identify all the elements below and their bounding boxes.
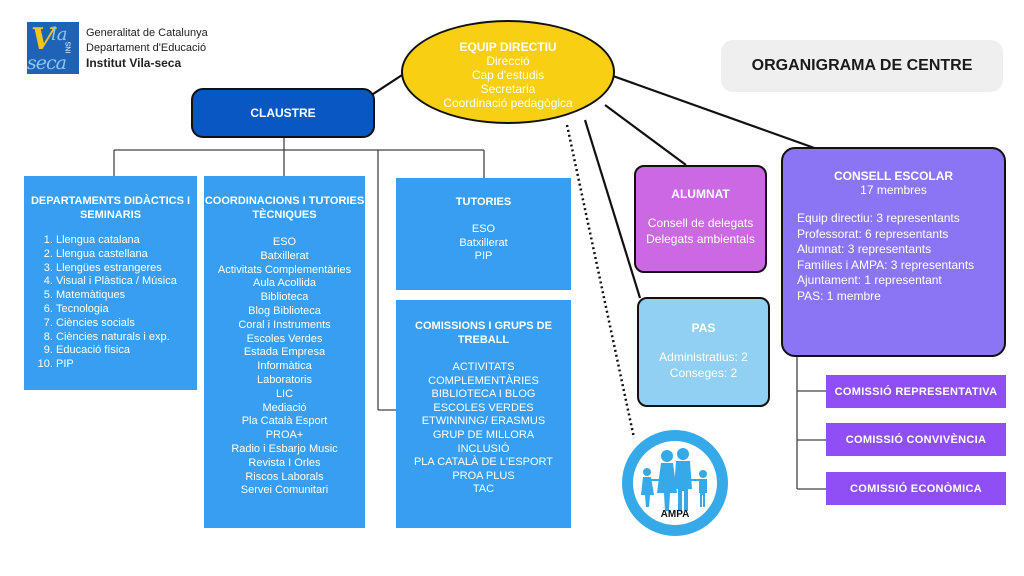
coordinacio-item: LIC xyxy=(275,387,294,400)
alumnat-list: Consell de delegats Delegats ambientals xyxy=(636,215,765,247)
coordinacio-item: Batxillerat xyxy=(260,249,309,262)
coordinacio-item: ESO xyxy=(272,236,297,248)
comissio-item: TAC xyxy=(472,483,495,496)
org-line-generalitat: Generalitat de Catalunya xyxy=(86,27,208,39)
departament-item: PIP xyxy=(56,358,197,372)
departament-item: Educació física xyxy=(56,344,197,358)
coordinacio-item: Blog Biblioteca xyxy=(248,304,321,317)
departament-item: Ciències naturals i exp. xyxy=(56,331,197,345)
ampa-label: AMPA xyxy=(660,509,690,520)
departament-item: Llengües estrangeres xyxy=(56,262,197,276)
pas-list: Administratius: 2 Conseges: 2 xyxy=(639,349,768,381)
coordinacio-item: Biblioteca xyxy=(260,291,309,304)
family-icon xyxy=(641,448,707,511)
consell-member-item: Alumnat: 3 representants xyxy=(797,242,932,256)
institut-logo: V la INS seca xyxy=(27,22,79,74)
tutoria-item: PIP xyxy=(474,250,493,263)
coordinacio-item: PROA+ xyxy=(265,429,304,442)
pas-item: Administratius: 2 xyxy=(659,350,748,364)
comissions-title: COMISSIONS I GRUPS DE TREBALL xyxy=(415,320,552,346)
ampa-logo: AMPA xyxy=(622,430,728,536)
departaments-list: Llengua catalana Llengua castellana Llen… xyxy=(24,234,197,372)
pas-node: PAS Administratius: 2 Conseges: 2 xyxy=(637,297,770,407)
line-equip-ampa-dotted xyxy=(565,124,636,439)
line-equip-alumnat xyxy=(604,104,687,166)
line-equip-consell xyxy=(612,74,821,152)
tutories-list: ESO Batxillerat PIP xyxy=(396,223,571,264)
coordinacio-item: Revista I Orles xyxy=(248,456,321,469)
tutories-node: TUTORIES ESO Batxillerat PIP xyxy=(396,178,571,290)
page-title: ORGANIGRAMA DE CENTRE xyxy=(721,40,1003,92)
coordinacio-item: Estada Empresa xyxy=(243,346,326,359)
consell-escolar-node: CONSELL ESCOLAR 17 membres Equip directi… xyxy=(781,147,1006,357)
departament-item: Llengua castellana xyxy=(56,248,197,262)
departament-item: Tecnologia xyxy=(56,303,197,317)
coordinacio-item: Servei Comunitari xyxy=(240,484,329,497)
departament-item: Llengua catalana xyxy=(56,234,197,248)
departaments-title: DEPARTAMENTS DIDÀCTICS I SEMINARIS xyxy=(30,195,191,221)
coordinacio-item: Informàtica xyxy=(257,360,312,373)
comissio-item: GRUP DE MILLORA xyxy=(432,428,535,441)
departament-item: Ciències socials xyxy=(56,317,197,331)
comissio-item: INCLUSIÓ xyxy=(457,442,510,455)
tutoria-item: Batxillerat xyxy=(459,236,508,249)
coordinacio-item: Radio i Esbarjo Music xyxy=(231,442,338,455)
consell-member-item: Professorat: 6 representants xyxy=(797,226,949,241)
institution-name: Institut Vila-seca xyxy=(86,56,182,70)
pas-title: PAS xyxy=(691,321,716,335)
tutoria-item: ESO xyxy=(471,223,496,235)
comissio-representativa: COMISSIÓ REPRESENTATIVA xyxy=(826,375,1006,408)
consell-escolar-list: Equip directiu: 3 representants Professo… xyxy=(783,211,1004,304)
equip-directiu-item: Coordinació pedagògica xyxy=(443,96,573,110)
coordinacio-item: Pla Català Esport xyxy=(241,415,328,428)
comissions-list: ACTIVITATS COMPLEMENTÀRIES BIBLIOTECA I … xyxy=(396,361,571,497)
comissio-item: PLA CATALÀ DE L'ESPORT xyxy=(413,456,554,469)
coordinacio-item: Aula Acollida xyxy=(253,277,316,290)
comissio-convivencia: COMISSIÓ CONVIVÈNCIA xyxy=(826,423,1006,456)
comissio-item: COMPLEMENTÀRIES xyxy=(428,374,539,387)
coordinacio-item: Escoles Verdes xyxy=(246,332,323,345)
consell-member-item: Ajuntament: 1 representant xyxy=(797,273,942,287)
coordinacio-item: Riscos Laborals xyxy=(245,470,324,483)
comissio-item: ESCOLES VERDES xyxy=(433,401,534,414)
comissio-item: PROA PLUS xyxy=(452,469,515,482)
consell-escolar-subtitle: 17 membres xyxy=(860,183,927,197)
coordinacions-node: COORDINACIONS I TUTORIES TÈCNIQUES ESO B… xyxy=(204,176,365,528)
line-equip-pas xyxy=(583,119,642,299)
equip-directiu-item: Secretaria xyxy=(480,82,536,96)
coordinacio-item: Mediació xyxy=(262,401,307,414)
coordinacio-item: Activitats Complementàries xyxy=(217,263,352,276)
coordinacions-title: COORDINACIONS I TUTORIES TÈCNIQUES xyxy=(204,195,365,221)
consell-member-item: PAS: 1 membre xyxy=(797,288,881,303)
comissio-economica: COMISSIÓ ECONÒMICA xyxy=(826,472,1006,505)
organization-text: Generalitat de Catalunya Departament d'E… xyxy=(86,26,208,71)
comissio-item: ETWINNING/ ERASMUS xyxy=(421,415,546,428)
departament-item: Visual i Plàstica / Música xyxy=(56,275,197,289)
equip-directiu-item: Cap d'estudis xyxy=(471,68,545,82)
alumnat-item: Delegats ambientals xyxy=(646,232,755,246)
departaments-node: DEPARTAMENTS DIDÀCTICS I SEMINARIS Lleng… xyxy=(24,176,197,390)
alumnat-item: Consell de delegats xyxy=(647,216,754,230)
consell-member-item: Famílies i AMPA: 3 representants xyxy=(797,257,975,272)
consell-member-item: Equip directiu: 3 representants xyxy=(797,211,960,225)
departament-item: Matemàtiques xyxy=(56,289,197,303)
claustre-node: CLAUSTRE xyxy=(191,88,375,138)
pas-item: Conseges: 2 xyxy=(669,366,738,380)
alumnat-node: ALUMNAT Consell de delegats Delegats amb… xyxy=(634,165,767,273)
org-line-departament: Departament d'Educació xyxy=(86,42,207,54)
tutories-title: TUTORIES xyxy=(455,196,512,208)
coordinacio-item: Laboratoris xyxy=(256,373,313,386)
equip-directiu-title: EQUIP DIRECTIU xyxy=(459,40,557,54)
comissio-item: BIBLIOTECA I BLOG xyxy=(431,388,536,401)
comissio-item: ACTIVITATS xyxy=(452,361,515,373)
equip-directiu-item: Direcció xyxy=(486,54,530,68)
equip-directiu-node: EQUIP DIRECTIU Direcció Cap d'estudis Se… xyxy=(401,20,615,124)
consell-escolar-title: CONSELL ESCOLAR xyxy=(833,169,954,183)
coordinacio-item: Coral i Instruments xyxy=(238,318,331,331)
comissions-node: COMISSIONS I GRUPS DE TREBALL ACTIVITATS… xyxy=(396,300,571,528)
coordinacions-list: ESO Batxillerat Activitats Complementàri… xyxy=(204,236,365,498)
alumnat-title: ALUMNAT xyxy=(671,187,730,201)
